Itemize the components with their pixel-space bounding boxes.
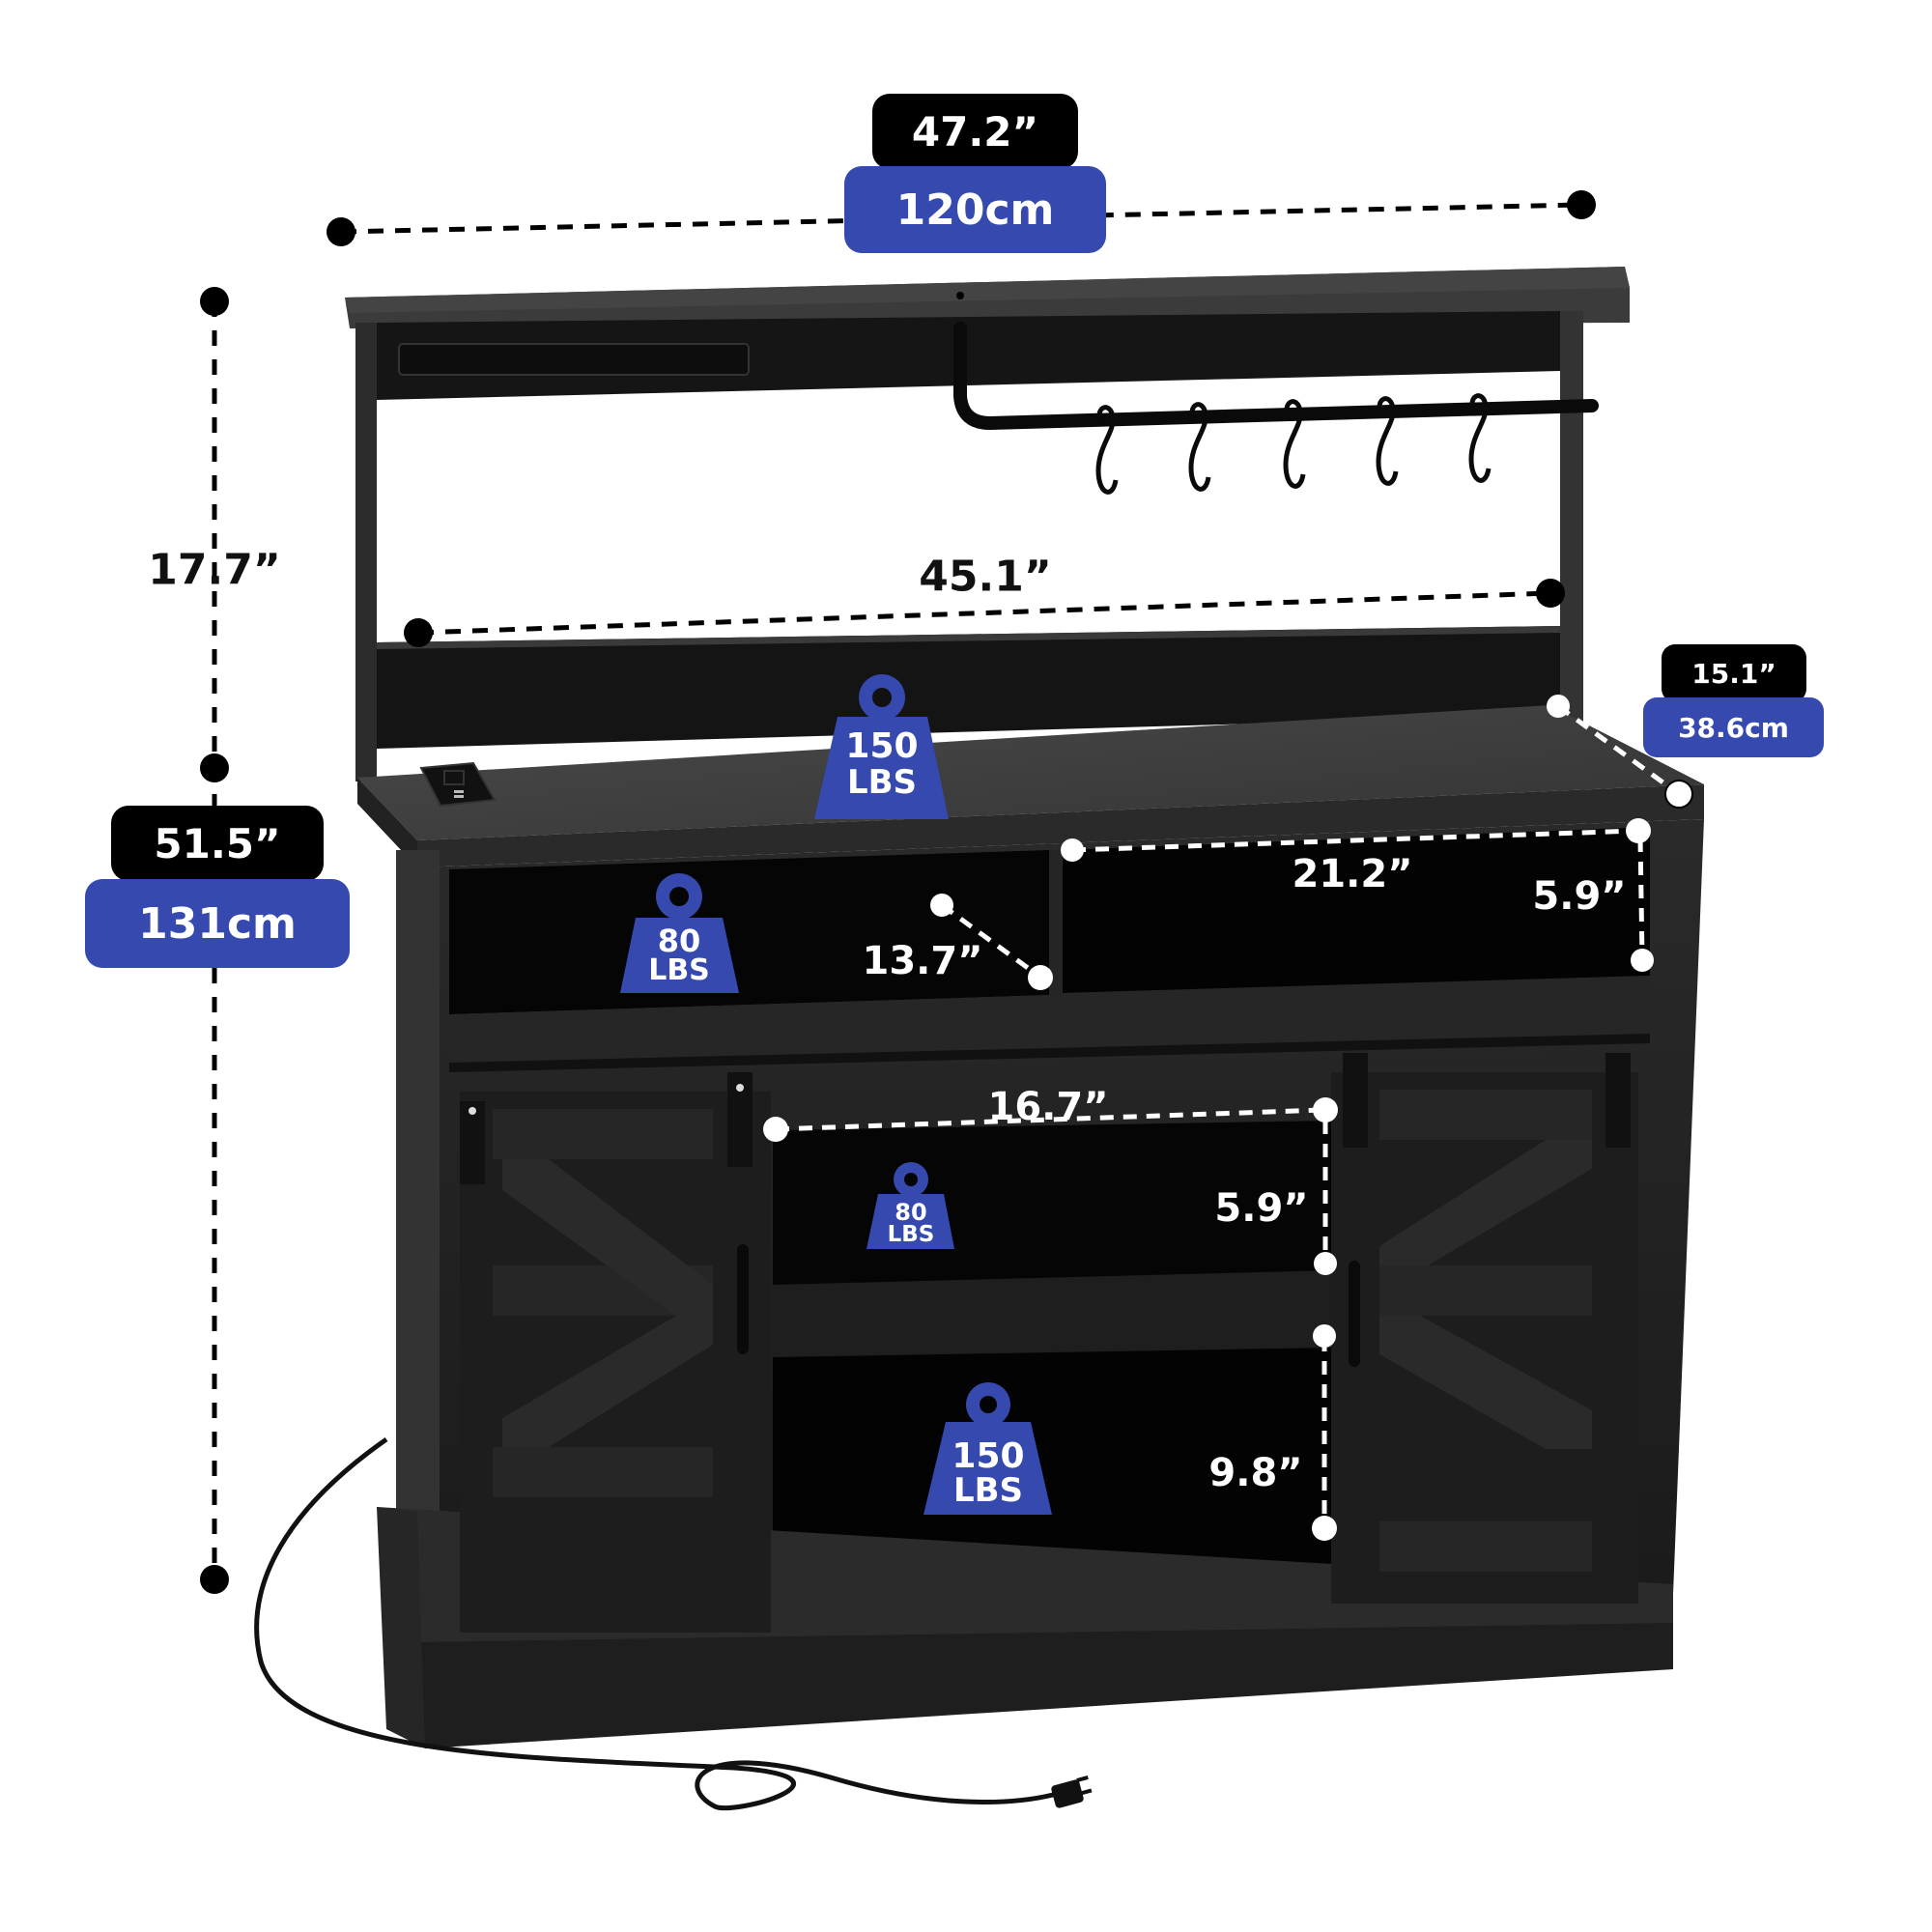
hutch-inner-width-dimension-line — [404, 579, 1565, 647]
countertop — [357, 705, 1704, 867]
weight-value: 150 — [845, 726, 919, 766]
barn-door-right[interactable] — [1331, 1053, 1638, 1604]
weight-unit: LBS — [648, 953, 710, 987]
middle-shelf-height-label: 5.9” — [1214, 1186, 1309, 1231]
lower-shelf-height-label: 9.8” — [1208, 1451, 1303, 1495]
upper-cubby-dimension-dots — [930, 818, 1654, 990]
s-hook-icon — [1095, 393, 1492, 495]
upper-left-cubby — [449, 850, 1049, 1014]
depth-inch-label: 15.1” — [1662, 644, 1806, 702]
hutch-right-side — [1560, 311, 1583, 751]
hutch — [345, 267, 1630, 781]
depth-cm-label: 38.6cm — [1643, 697, 1824, 757]
weight-value: 80 — [895, 1199, 927, 1226]
hook-rail — [953, 322, 1599, 495]
hutch-height-label: 17.7” — [148, 545, 281, 595]
barn-door-left[interactable] — [460, 1072, 771, 1633]
upper-cubby-height-label: 5.9” — [1532, 874, 1627, 919]
upper-cubby-dimension-lines — [940, 828, 1645, 979]
door-handle-icon[interactable] — [737, 1244, 749, 1354]
overall-height-inch-label: 51.5” — [111, 806, 324, 881]
lower-shelf-dimension-lines — [775, 1107, 1328, 1526]
weight-value: 150 — [952, 1436, 1025, 1476]
middle-shelf-width-label: 16.7” — [987, 1085, 1109, 1129]
middle-shelf — [773, 1270, 1333, 1357]
weight-unit: LBS — [952, 1471, 1024, 1510]
overall-width-dimension-line — [327, 190, 1596, 246]
hutch-inner-width-label: 45.1” — [919, 552, 1052, 602]
upper-cubby-width-label: 21.2” — [1292, 852, 1413, 896]
power-cord-plug-icon — [254, 1436, 1093, 1811]
weight-unit: LBS — [887, 1222, 935, 1247]
lower-shelf-dimension-dots — [763, 1097, 1338, 1541]
door-handle-icon[interactable] — [1349, 1261, 1360, 1367]
overall-width-inch-label: 47.2” — [872, 94, 1078, 169]
cubby-divider — [1049, 850, 1063, 995]
power-outlet-icon — [419, 761, 497, 808]
overall-height-cm-label: 131cm — [85, 879, 350, 968]
upper-right-cubby — [1061, 827, 1650, 993]
depth-dimension-line — [1547, 695, 1693, 809]
light-strip-icon — [398, 343, 750, 376]
weight-icon — [620, 674, 1052, 1515]
overall-width-cm-label: 120cm — [844, 166, 1106, 253]
weight-value: 80 — [657, 923, 701, 959]
upper-cubby-depth-label: 13.7” — [862, 939, 983, 983]
hutch-left-side — [355, 323, 377, 781]
weight-unit: LBS — [846, 763, 918, 802]
